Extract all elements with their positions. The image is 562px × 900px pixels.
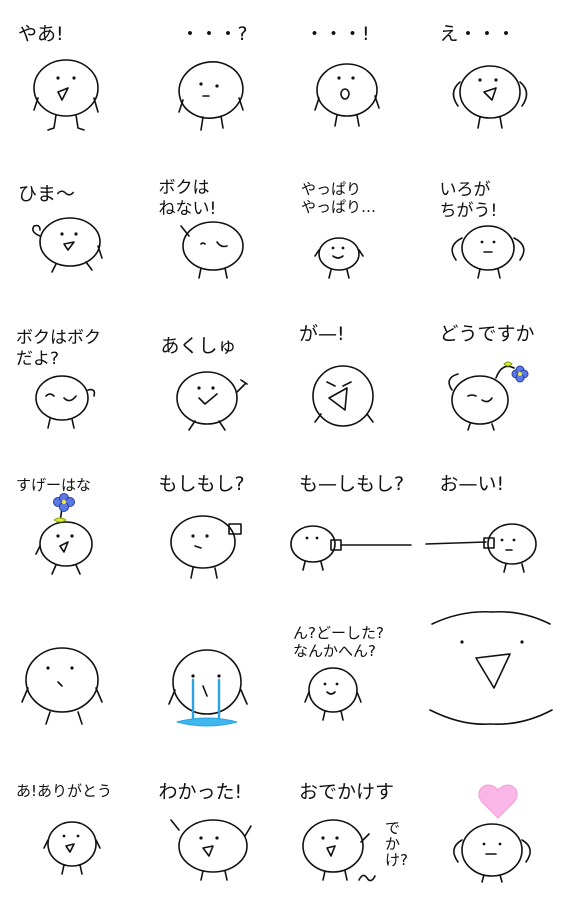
sticker-caption: ん?どーした? なんかへん? (293, 624, 384, 660)
sticker-caption: おでかけす (299, 781, 395, 803)
sticker-caption: すげーはな (16, 476, 92, 494)
blob-figure (177, 61, 244, 131)
sticker-odekake[interactable]: おでかけす でかけ? (281, 750, 422, 900)
sticker-caption: ひま〜 (18, 183, 76, 205)
blob-figure (175, 371, 248, 431)
sticker-exclaim[interactable]: ・・・! (281, 0, 422, 150)
sticker-blank1[interactable] (0, 600, 141, 750)
sticker-sugoi[interactable]: すげーはな (0, 450, 141, 600)
sticker-caption: が—! (299, 323, 345, 345)
sticker-caption: わかった! (158, 781, 243, 803)
blob-figure (304, 667, 362, 721)
sticker-caption: ボクはボク だよ? (16, 328, 101, 369)
sticker-caption: あ!ありがとう (16, 782, 113, 800)
sticker-neru[interactable]: ボクは ねない! (141, 150, 282, 300)
sticker-doudesu[interactable]: どうですか (422, 300, 562, 450)
blob-figure (35, 493, 93, 575)
sticker-iroga[interactable]: いろが ちがう! (422, 150, 562, 300)
blob-figure (314, 237, 364, 279)
blob-figure (32, 217, 103, 273)
blob-figure (447, 361, 528, 431)
blob-figure (35, 375, 96, 429)
sticker-caption: ・・・? (180, 23, 248, 45)
blob-figure (452, 784, 531, 883)
sticker-gaa[interactable]: が—! (281, 300, 422, 450)
sticker-moshi2[interactable]: も—しもし? (281, 450, 422, 600)
sticker-caption: もしもし? (158, 473, 245, 495)
sticker-moshi[interactable]: もしもし? (141, 450, 282, 600)
sticker-hima[interactable]: ひま〜 (0, 150, 141, 300)
blob-figure (179, 221, 244, 279)
blob-figure (428, 610, 553, 726)
sticker-yaa[interactable]: やあ! (0, 0, 141, 150)
sticker-caption: いろが ちがう! (439, 180, 498, 221)
blob-figure (312, 365, 374, 427)
blob-figure (450, 225, 525, 279)
sticker-eh[interactable]: え・・・ (422, 0, 562, 150)
heart-icon (477, 784, 518, 819)
blob-figure (43, 821, 101, 875)
sticker-wakatta[interactable]: わかった! (141, 750, 282, 900)
sticker-caption: どうですか (439, 323, 535, 345)
sticker-bokuwa[interactable]: ボクはボク だよ? (0, 300, 141, 450)
sticker-side-text: でかけ? (385, 819, 408, 869)
sticker-nanka[interactable]: ん?どーした? なんかへん? (281, 600, 422, 750)
sticker-zoom[interactable] (422, 600, 562, 750)
sticker-caption: ・・・! (305, 23, 370, 45)
sticker-caption: やあ! (18, 23, 64, 45)
sticker-caption: も—しもし? (299, 473, 405, 495)
sticker-question[interactable]: ・・・? (141, 0, 282, 150)
sticker-caption: え・・・ (439, 23, 516, 45)
blob-figure (314, 63, 380, 127)
blob-figure (167, 649, 248, 727)
sticker-akubi[interactable]: あくしゅ (141, 300, 282, 450)
blob-figure (33, 59, 99, 131)
sticker-caption: お—い! (439, 473, 505, 495)
blob-figure (290, 525, 412, 571)
sticker-caption: あくしゅ (160, 335, 237, 357)
blob-figure (452, 65, 527, 129)
sticker-cry[interactable] (141, 600, 282, 750)
blob-figure (21, 647, 103, 725)
sticker-heart[interactable] (422, 750, 562, 900)
sticker-caption: やっぱり やっぱり… (301, 180, 377, 216)
sticker-ooi[interactable]: お—い! (422, 450, 562, 600)
sticker-arigatou[interactable]: あ!ありがとう (0, 750, 141, 900)
blob-figure (169, 515, 242, 579)
blob-figure (169, 819, 252, 881)
blob-figure (424, 523, 537, 573)
sticker-caption: ボクは ねない! (158, 178, 217, 219)
blob-figure (302, 819, 376, 882)
sticker-yappari[interactable]: やっぱり やっぱり… (281, 150, 422, 300)
